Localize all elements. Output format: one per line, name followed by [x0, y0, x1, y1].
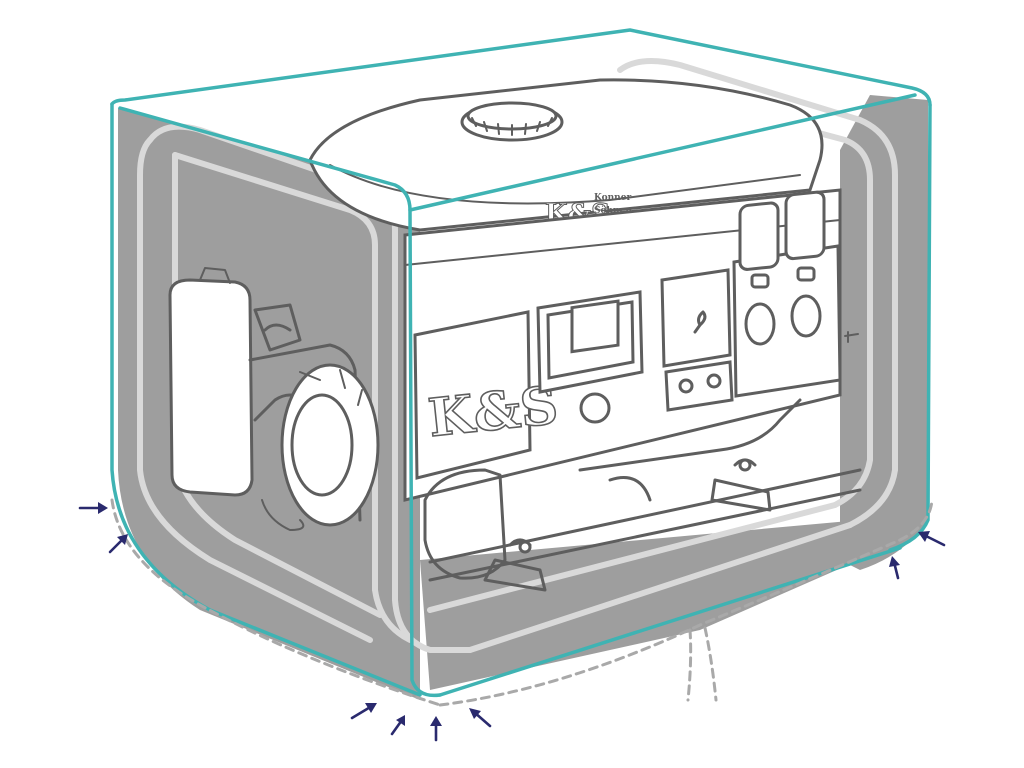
starter-cord	[261, 499, 305, 531]
frame-right-tube	[617, 58, 898, 528]
meter-needle	[693, 310, 707, 334]
control-panel: K&S	[413, 190, 859, 480]
elastic-hem	[110, 498, 934, 707]
arrow-icon-6	[469, 708, 492, 728]
fuel-tank-body	[308, 78, 824, 232]
arrow-icon-7	[918, 531, 946, 547]
tank-logo-tagline-1: Konner	[594, 193, 631, 203]
fuel-tank: K&S Konner Söhnen	[308, 78, 824, 232]
arrow-icon	[78, 502, 108, 514]
arrow-icon-2	[108, 534, 128, 554]
arrow-icon-4	[390, 715, 405, 736]
cover-edge-top	[110, 28, 932, 107]
frame-base-rail	[467, 522, 853, 653]
brand-plate	[413, 310, 532, 480]
bolt-2	[738, 458, 752, 472]
cover-edge-front-vertical	[408, 208, 442, 698]
alternator-body	[423, 468, 507, 580]
switch-panel	[664, 360, 734, 412]
knob-plate	[570, 299, 620, 354]
frame-base-rail-inner	[427, 502, 838, 613]
alternator	[423, 398, 862, 592]
frame-right-tube-inner	[637, 82, 873, 508]
meter-panel	[660, 268, 732, 368]
bolt-1	[518, 540, 532, 554]
fuel-cap-grip	[471, 117, 553, 136]
ground-terminal	[844, 331, 859, 343]
engine	[168, 267, 380, 531]
tank-logo-tagline-2: Söhnen	[594, 205, 632, 216]
recoil-fins	[299, 369, 363, 406]
cover-right-shade	[840, 95, 928, 570]
arrow-icon-5	[430, 716, 442, 742]
generator-frame	[137, 58, 898, 653]
cover-bottom-shade	[420, 520, 905, 690]
frame-front-tube	[392, 297, 473, 653]
alternator-housing	[578, 398, 802, 502]
hem-dashed-drape	[686, 626, 718, 702]
arrow-icon-3	[350, 703, 377, 720]
frame-top-handle-inner	[172, 152, 378, 303]
hem-dashed-left	[110, 498, 442, 707]
knob	[579, 392, 611, 424]
cover-outline	[110, 28, 932, 698]
recoil-starter-inner	[290, 393, 354, 497]
crossbar	[428, 468, 862, 582]
hem-dashed-bottom	[438, 498, 934, 707]
cover-edge-left	[110, 102, 422, 697]
tension-arrows	[78, 502, 946, 742]
switch-2	[706, 373, 722, 389]
air-filter	[168, 278, 254, 497]
air-filter-clip	[199, 267, 231, 284]
socket-icon	[738, 201, 780, 346]
switch-1	[678, 378, 694, 394]
frame-left-tube	[137, 137, 373, 643]
socket-icon-2	[784, 190, 826, 338]
carburetor	[253, 303, 302, 352]
arrow-icon-8	[889, 556, 900, 580]
frame-front-tube-inner	[372, 297, 413, 643]
